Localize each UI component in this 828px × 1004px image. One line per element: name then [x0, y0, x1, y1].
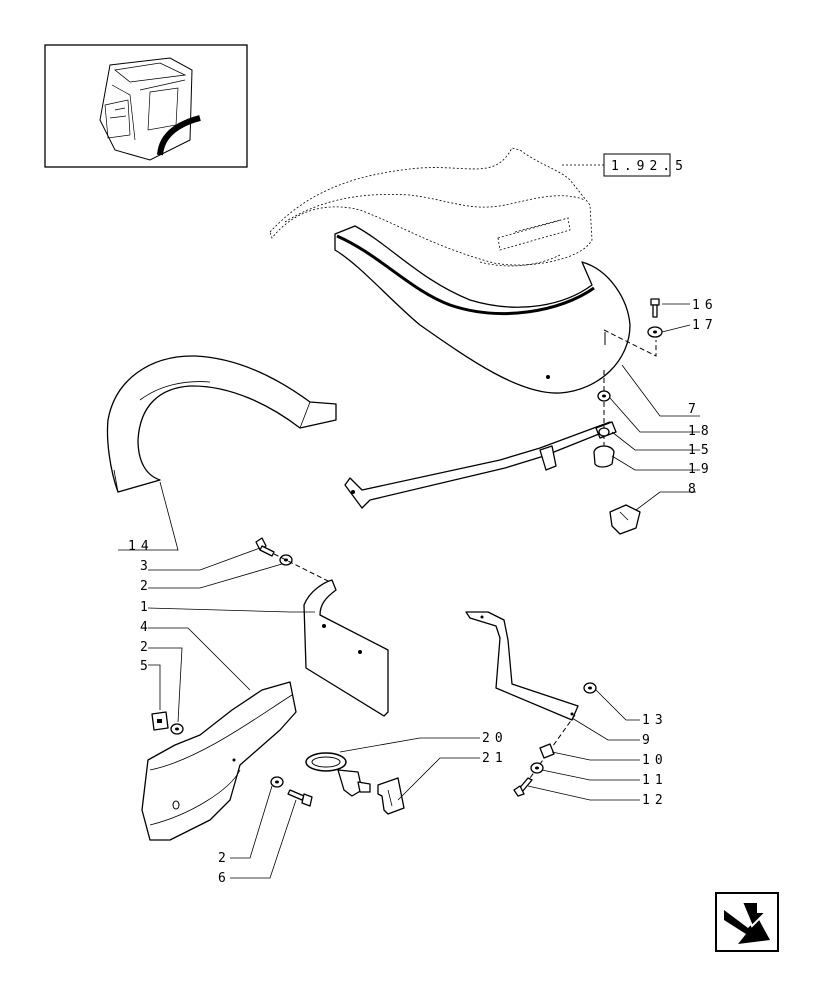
callout-4: 4	[140, 620, 153, 635]
leader-lines	[118, 303, 700, 879]
washer-18[interactable]	[597, 390, 611, 402]
nut-5[interactable]	[151, 711, 169, 731]
side-guard-4[interactable]	[141, 681, 297, 841]
washer-13[interactable]	[583, 682, 597, 694]
callout-10: 10	[642, 753, 668, 768]
callout-5: 5	[140, 659, 153, 674]
washer-11[interactable]	[530, 762, 544, 774]
mud-flap-1[interactable]	[303, 579, 389, 717]
flap-axis-line	[273, 553, 331, 583]
reference-box[interactable]: 1.92.5	[560, 153, 688, 177]
tractor-thumbnail	[44, 44, 248, 168]
screw-6[interactable]	[287, 789, 313, 807]
callout-2-a: 2	[140, 579, 153, 594]
callout-9: 9	[642, 733, 655, 748]
strap-bracket-9[interactable]	[465, 611, 579, 721]
screw-12[interactable]	[513, 777, 533, 797]
callout-19: 19	[688, 462, 714, 477]
cab-fender-ghost-outline	[269, 147, 593, 267]
screw-16[interactable]	[650, 298, 660, 318]
callout-3: 3	[140, 559, 153, 574]
rear-fender-7[interactable]	[334, 225, 631, 394]
handle-pin-20[interactable]	[305, 752, 371, 797]
callout-18: 18	[688, 424, 714, 439]
callout-2-c: 2	[218, 851, 231, 866]
screw-3[interactable]	[255, 537, 275, 557]
callout-11: 11	[642, 773, 668, 788]
washer-2a[interactable]	[279, 554, 293, 566]
rubber-pad-19[interactable]	[593, 445, 615, 468]
clip-21[interactable]	[377, 777, 405, 815]
fixing-axis-line	[603, 329, 657, 357]
reference-number: 1.92.5	[611, 159, 688, 174]
callout-2-b: 2	[140, 640, 153, 655]
callout-1: 1	[140, 600, 153, 615]
clip-8[interactable]	[609, 504, 641, 535]
washer-15[interactable]	[598, 427, 610, 437]
callout-labels: 16 17 7 18 15 19 8 14 3 2 1 4 2 5 20 21 …	[128, 298, 718, 886]
callout-14: 14	[128, 539, 154, 554]
callout-13: 13	[642, 713, 668, 728]
callout-12: 12	[642, 793, 668, 808]
nut-10[interactable]	[539, 743, 555, 759]
callout-7: 7	[688, 402, 701, 417]
support-bar[interactable]	[344, 421, 617, 509]
callout-8: 8	[688, 482, 701, 497]
wheel-arch-liner-14[interactable]	[106, 355, 337, 493]
callout-16: 16	[692, 298, 718, 313]
washer-2b[interactable]	[170, 723, 184, 735]
callout-20: 20	[482, 731, 508, 746]
callout-15: 15	[688, 443, 714, 458]
callout-21: 21	[482, 751, 508, 766]
washer-2c[interactable]	[270, 776, 284, 788]
callout-17: 17	[692, 318, 718, 333]
washer-17[interactable]	[647, 326, 663, 338]
callout-6: 6	[218, 871, 231, 886]
back-arrow-icon[interactable]	[715, 892, 779, 952]
